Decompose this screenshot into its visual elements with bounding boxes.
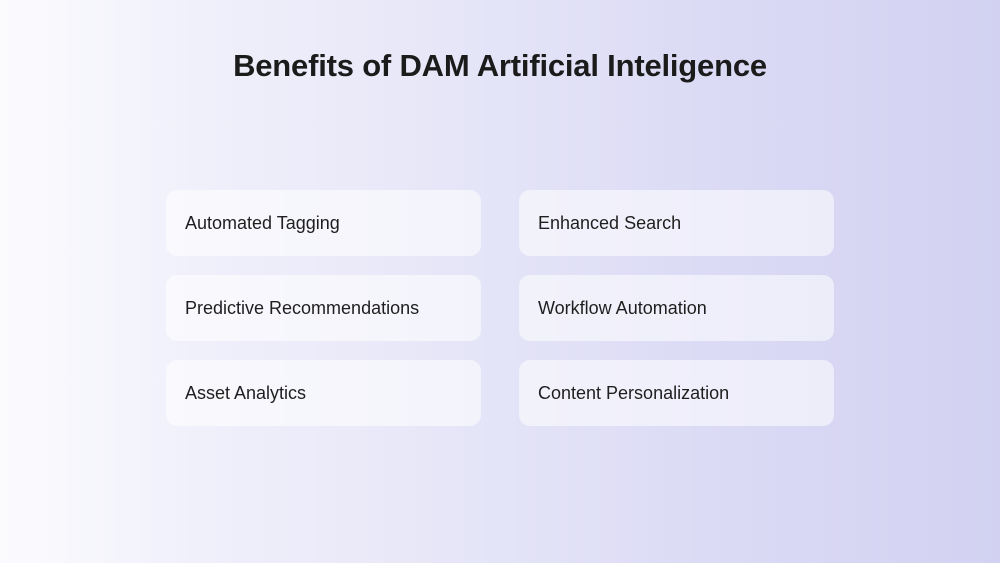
benefits-grid: Automated Tagging Enhanced Search Predic… [166,190,834,426]
benefit-card-automated-tagging: Automated Tagging [166,190,481,256]
benefit-card-enhanced-search: Enhanced Search [519,190,834,256]
benefit-card-content-personalization: Content Personalization [519,360,834,426]
benefit-card-workflow-automation: Workflow Automation [519,275,834,341]
benefit-card-asset-analytics: Asset Analytics [166,360,481,426]
benefit-card-predictive-recommendations: Predictive Recommendations [166,275,481,341]
page-title: Benefits of DAM Artificial Inteligence [233,48,767,83]
